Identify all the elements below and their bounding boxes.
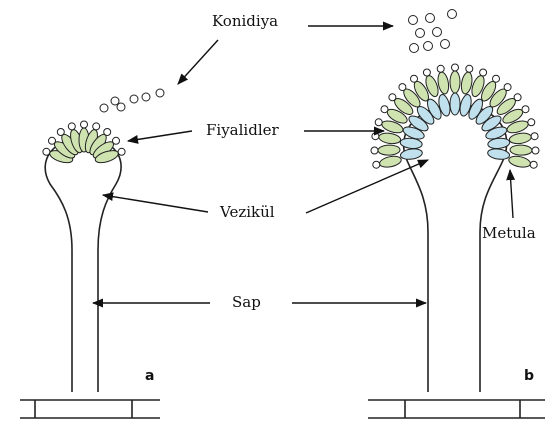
conidium (142, 93, 150, 101)
label-fiyalidler: Fiyalidler (206, 121, 279, 139)
conidium (381, 106, 388, 113)
conidium (43, 148, 50, 155)
panel-label-b: b (524, 368, 534, 384)
panel-label-a: a (145, 368, 154, 384)
label-vezikul: Vezikül (220, 203, 275, 221)
conidium (409, 16, 418, 25)
phialide (508, 155, 532, 169)
conidium (466, 65, 473, 72)
phialide (379, 155, 403, 169)
label-konidiya: Konidiya (212, 12, 278, 30)
conidium (111, 97, 119, 105)
substrate-hypha-b (368, 400, 545, 418)
conidium (480, 69, 487, 76)
conidium (113, 137, 120, 144)
pointer-arrows (93, 26, 513, 303)
conidium (528, 119, 535, 126)
conidium (416, 29, 425, 38)
conidium (424, 42, 433, 51)
conidium (372, 133, 379, 140)
conidium (399, 84, 406, 91)
conidium (373, 161, 380, 168)
conidium (441, 40, 450, 49)
phialide (378, 132, 401, 145)
conidium (532, 147, 539, 154)
arrow-konidiya-a (178, 40, 218, 84)
phialide (378, 145, 400, 156)
conidium (493, 75, 500, 82)
conidium (389, 94, 396, 101)
label-sap: Sap (232, 293, 261, 311)
conidium (130, 95, 138, 103)
conidium (156, 89, 164, 97)
metula (450, 93, 460, 115)
conidium (530, 161, 537, 168)
arrow-fiyalidler-a (128, 131, 192, 141)
phialide (510, 145, 532, 156)
conidium (93, 123, 100, 130)
conidium (81, 121, 88, 128)
conidium (448, 10, 457, 19)
conidium (375, 119, 382, 126)
arrow-vezikul-a (103, 195, 208, 212)
conidiophore-a (20, 138, 160, 418)
conidium (68, 123, 75, 130)
vesicle-stalk-outline-a (45, 138, 121, 392)
conidium (522, 106, 529, 113)
conidium (433, 28, 442, 37)
conidium (49, 137, 56, 144)
conidium (117, 103, 125, 111)
arrow-vezikul-b (306, 160, 428, 213)
conidium (514, 94, 521, 101)
conidium (452, 64, 459, 71)
conidium (437, 65, 444, 72)
conidium (411, 75, 418, 82)
conidium (57, 129, 64, 136)
conidium (531, 133, 538, 140)
conidium (371, 147, 378, 154)
label-metula: Metula (482, 224, 536, 242)
phialide (509, 132, 532, 145)
phialide (450, 71, 460, 93)
conidium (426, 14, 435, 23)
substrate-hypha-a (20, 400, 160, 418)
conidium (423, 69, 430, 76)
conidium (100, 104, 108, 112)
conidium (410, 44, 419, 53)
conidium (104, 129, 111, 136)
conidium (118, 148, 125, 155)
conidium (504, 84, 511, 91)
arrow-metula (510, 170, 513, 218)
